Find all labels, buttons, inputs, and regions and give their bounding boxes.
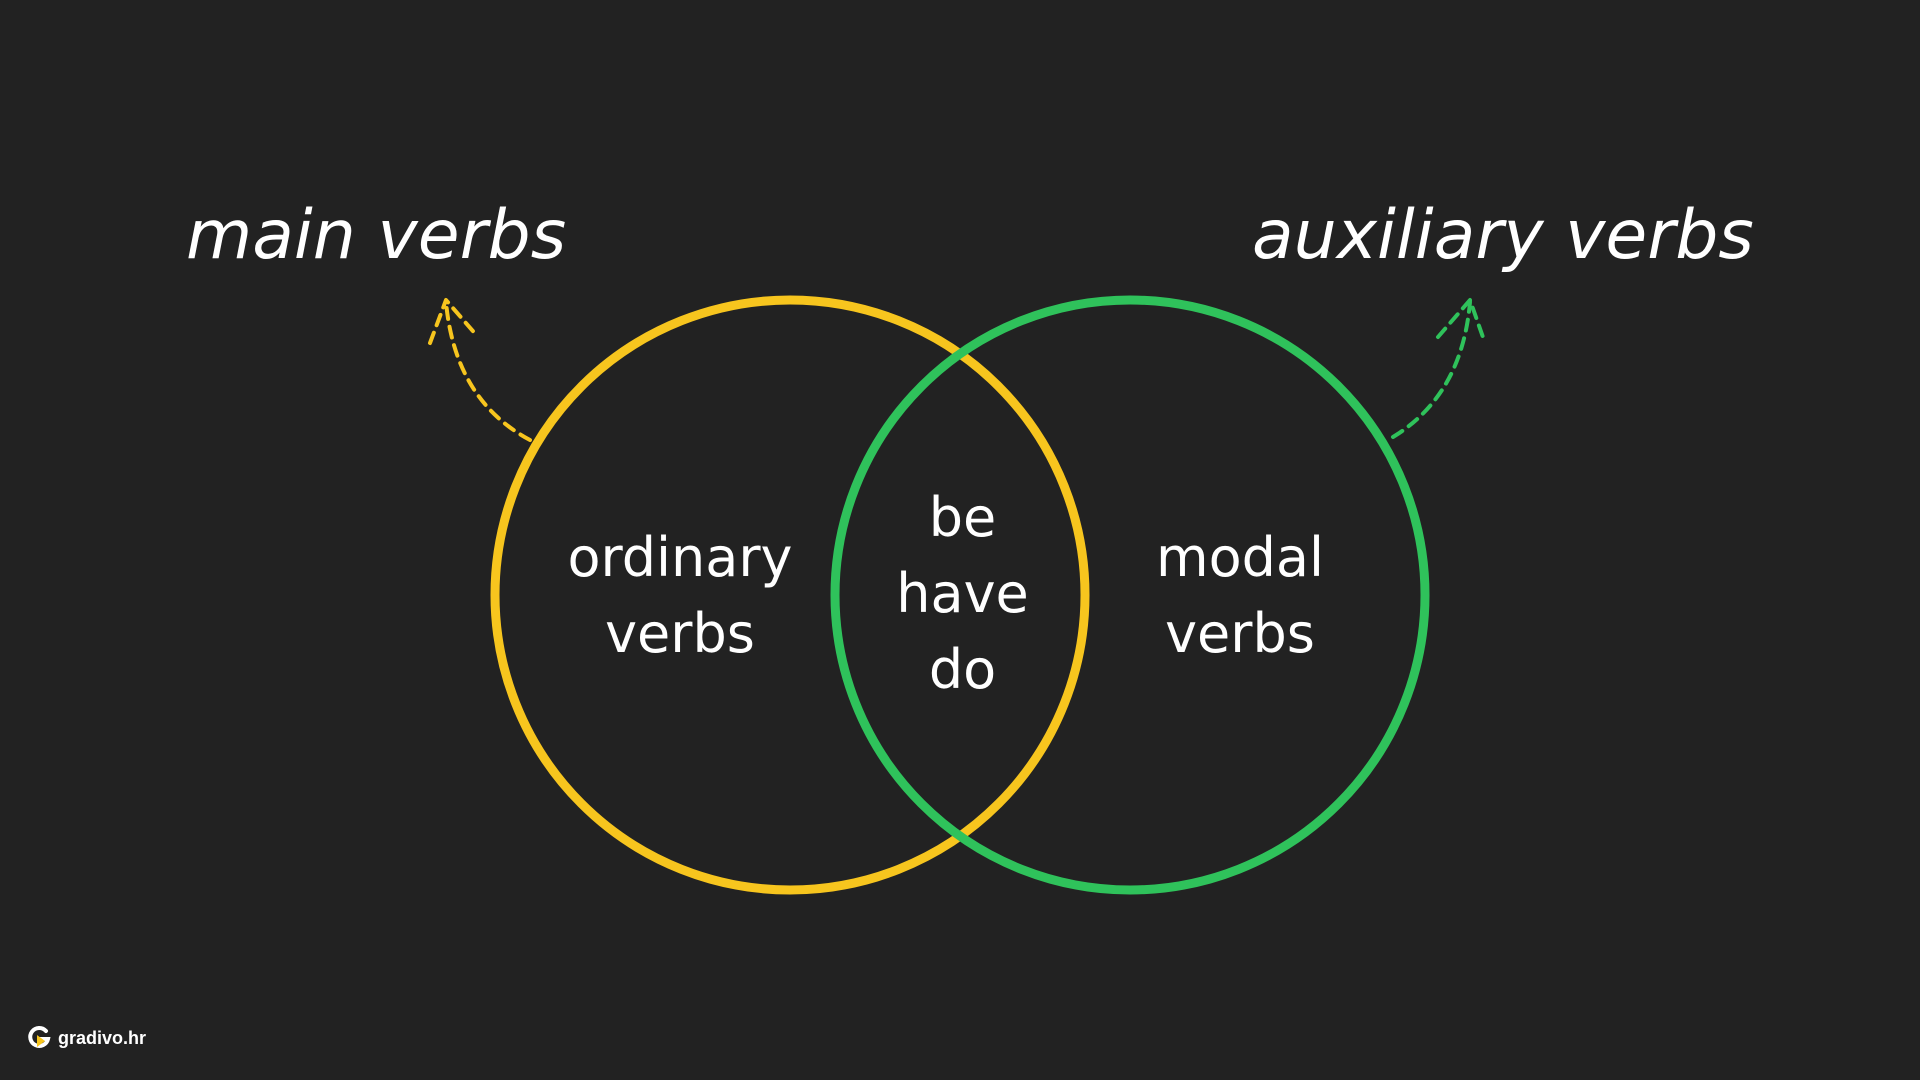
modal-verbs-region: modal verbs xyxy=(1110,520,1370,672)
ordinary-verbs-region: ordinary verbs xyxy=(540,520,820,672)
gradivo-logo-icon xyxy=(28,1025,51,1048)
auxiliary-verbs-heading: auxiliary verbs xyxy=(1252,196,1754,275)
region-text-line: ordinary xyxy=(567,526,793,589)
auxiliary-verbs-circle xyxy=(830,295,1430,895)
main-verbs-circle xyxy=(490,295,1090,895)
overlap-region: be have do xyxy=(870,480,1055,708)
region-text-line: be xyxy=(928,486,997,549)
region-text-line: have xyxy=(896,562,1029,625)
brand-name: gradivo.hr xyxy=(58,1027,147,1048)
region-text-line: modal xyxy=(1155,526,1324,589)
region-text-line: do xyxy=(928,638,997,701)
brand-logo: gradivo.hr xyxy=(26,1022,146,1054)
aux-arrow-head xyxy=(1436,298,1487,345)
main-verbs-arrow xyxy=(428,298,532,442)
region-text-line: verbs xyxy=(1165,602,1315,665)
auxiliary-verbs-arrow xyxy=(1391,298,1487,439)
main-arrow-head xyxy=(428,298,480,345)
region-text-line: verbs xyxy=(605,602,755,665)
aux-arrow-shaft xyxy=(1391,300,1472,439)
main-arrow-shaft xyxy=(444,300,532,442)
main-verbs-heading: main verbs xyxy=(186,196,567,275)
